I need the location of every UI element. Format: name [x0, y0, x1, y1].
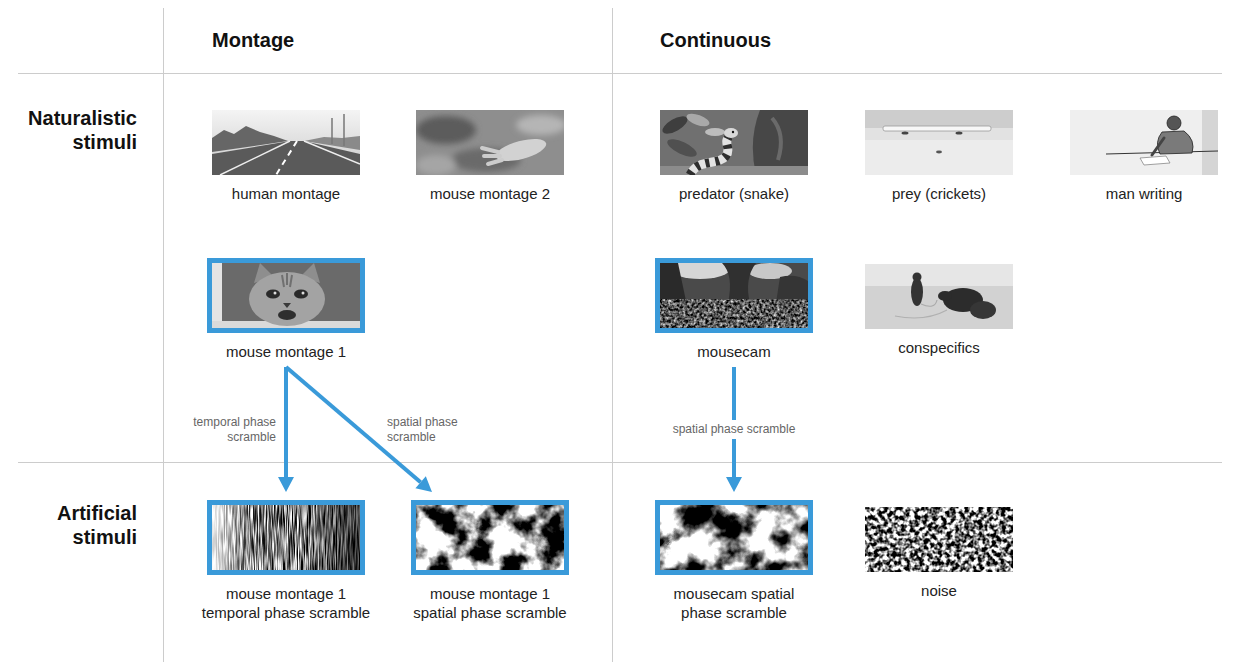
stimulus-caption: conspecifics	[844, 338, 1034, 357]
transform-label: temporal phase scramble	[191, 415, 276, 445]
stimulus-node: mousecam	[639, 258, 829, 361]
stimulus-caption: mouse montage 2	[395, 184, 585, 203]
stimulus-node: mouse montage 1 temporal phase scramble	[191, 500, 381, 622]
stimulus-node: mouse montage 2	[395, 110, 585, 203]
row-header: Artificial stimuli	[7, 501, 137, 549]
scramble-arrow	[278, 367, 294, 492]
stimulus-node: prey (crickets)	[844, 110, 1034, 203]
arrow-shaft	[284, 367, 288, 477]
column-header: Montage	[212, 28, 294, 52]
stimulus-caption: prey (crickets)	[844, 184, 1034, 203]
stimulus-caption: mouse montage 1 temporal phase scramble	[191, 584, 381, 622]
column-header: Continuous	[660, 28, 771, 52]
stimulus-caption: predator (snake)	[639, 184, 829, 203]
stimulus-caption: noise	[844, 581, 1034, 600]
arrow-head	[278, 477, 294, 492]
arrow-head	[415, 476, 432, 492]
stimulus-caption: mouse montage 1	[191, 342, 381, 361]
stimulus-node: man writing	[1049, 110, 1239, 203]
stimulus-caption: mousecam spatial phase scramble	[639, 584, 829, 622]
arrow-head	[726, 477, 742, 492]
stimulus-node: conspecifics	[844, 264, 1034, 357]
transform-label: spatial phase scramble	[387, 415, 472, 445]
row-header: Naturalistic stimuli	[7, 106, 137, 154]
stimulus-caption: man writing	[1049, 184, 1239, 203]
stimulus-caption: human montage	[191, 184, 381, 203]
stimulus-node: mouse montage 1 spatial phase scramble	[395, 500, 585, 622]
transform-label: spatial phase scramble	[670, 420, 799, 439]
stimulus-caption: mousecam	[639, 342, 829, 361]
stimulus-node: mousecam spatial phase scramble	[639, 500, 829, 622]
stimulus-node: predator (snake)	[639, 110, 829, 203]
stimulus-node: mouse montage 1	[191, 258, 381, 361]
stimulus-node: noise	[844, 507, 1034, 600]
stimulus-node: human montage	[191, 110, 381, 203]
stimulus-caption: mouse montage 1 spatial phase scramble	[395, 584, 585, 622]
